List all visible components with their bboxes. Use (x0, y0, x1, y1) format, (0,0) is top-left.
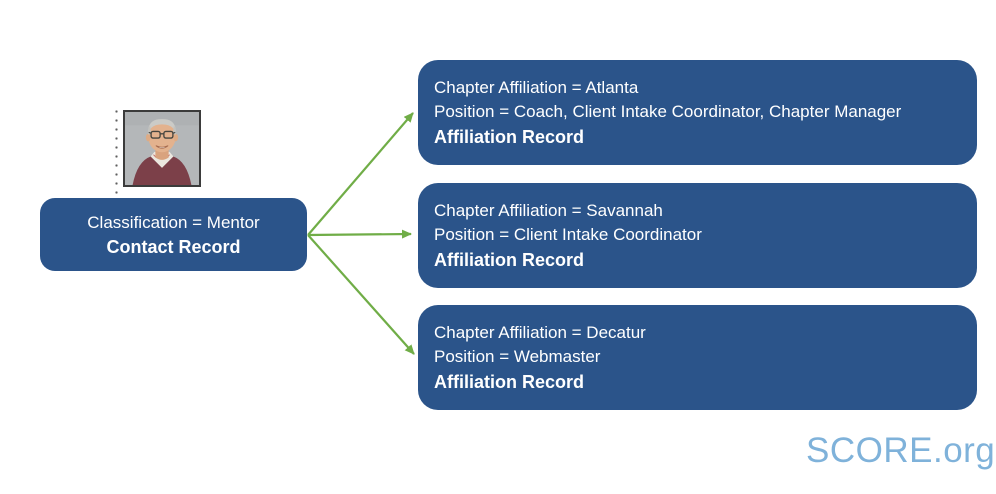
score-org-logo: SCORE.org (806, 431, 996, 470)
position-text: Position = Client Intake Coordinator (434, 225, 702, 245)
mentor-photo (123, 110, 201, 187)
contact-record-card: Classification = Mentor Contact Record (40, 198, 307, 271)
chapter-affiliation-text: Chapter Affiliation = Savannah (434, 200, 663, 220)
affiliation-record-label: Affiliation Record (434, 249, 585, 270)
affiliation-card-atlanta: Chapter Affiliation = Atlanta Position =… (418, 60, 977, 165)
affiliation-record-label: Affiliation Record (434, 371, 585, 392)
arrow-to-atlanta (307, 112, 414, 236)
affiliation-card-savannah: Chapter Affiliation = Savannah Position … (418, 183, 977, 288)
position-text: Position = Webmaster (434, 347, 601, 367)
affiliation-record-label: Affiliation Record (434, 126, 585, 147)
arrow-to-decatur (307, 234, 415, 355)
contact-record-label: Contact Record (106, 236, 241, 257)
position-text: Position = Coach, Client Intake Coordina… (434, 102, 902, 122)
affiliation-card-decatur: Chapter Affiliation = Decatur Position =… (418, 305, 977, 410)
chapter-affiliation-text: Chapter Affiliation = Decatur (434, 322, 646, 342)
mentor-photo-illustration (125, 112, 199, 185)
photo-anchor-dots (115, 110, 118, 204)
contact-classification-text: Classification = Mentor (87, 212, 260, 232)
arrow-to-savannah (307, 229, 412, 239)
chapter-affiliation-text: Chapter Affiliation = Atlanta (434, 77, 639, 97)
